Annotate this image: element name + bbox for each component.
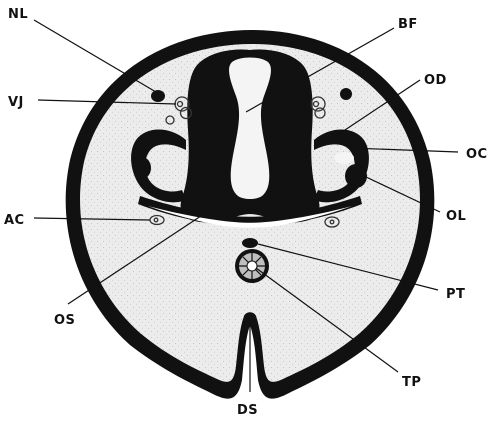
label-oc: OC: [466, 147, 488, 162]
left-nasal-lobe: [151, 90, 165, 102]
label-vj: VJ: [8, 95, 24, 110]
label-pt: PT: [446, 287, 465, 302]
neural-tube-lumen: [247, 261, 257, 271]
label-ac: AC: [4, 213, 25, 228]
right-optic-cavity: [334, 152, 354, 164]
label-ol: OL: [446, 209, 466, 224]
right-optic-lens: [345, 164, 367, 188]
leader-nl: [34, 20, 156, 92]
label-od: OD: [424, 73, 447, 88]
label-os: OS: [54, 313, 75, 328]
pharynx-tip: [242, 238, 258, 248]
left-optic-lens: [133, 157, 151, 179]
label-nl: NL: [8, 7, 28, 22]
label-ds: DS: [237, 403, 258, 418]
label-bf: BF: [398, 17, 418, 32]
label-tp: TP: [402, 375, 421, 390]
right-nasal-lobe: [340, 88, 352, 100]
